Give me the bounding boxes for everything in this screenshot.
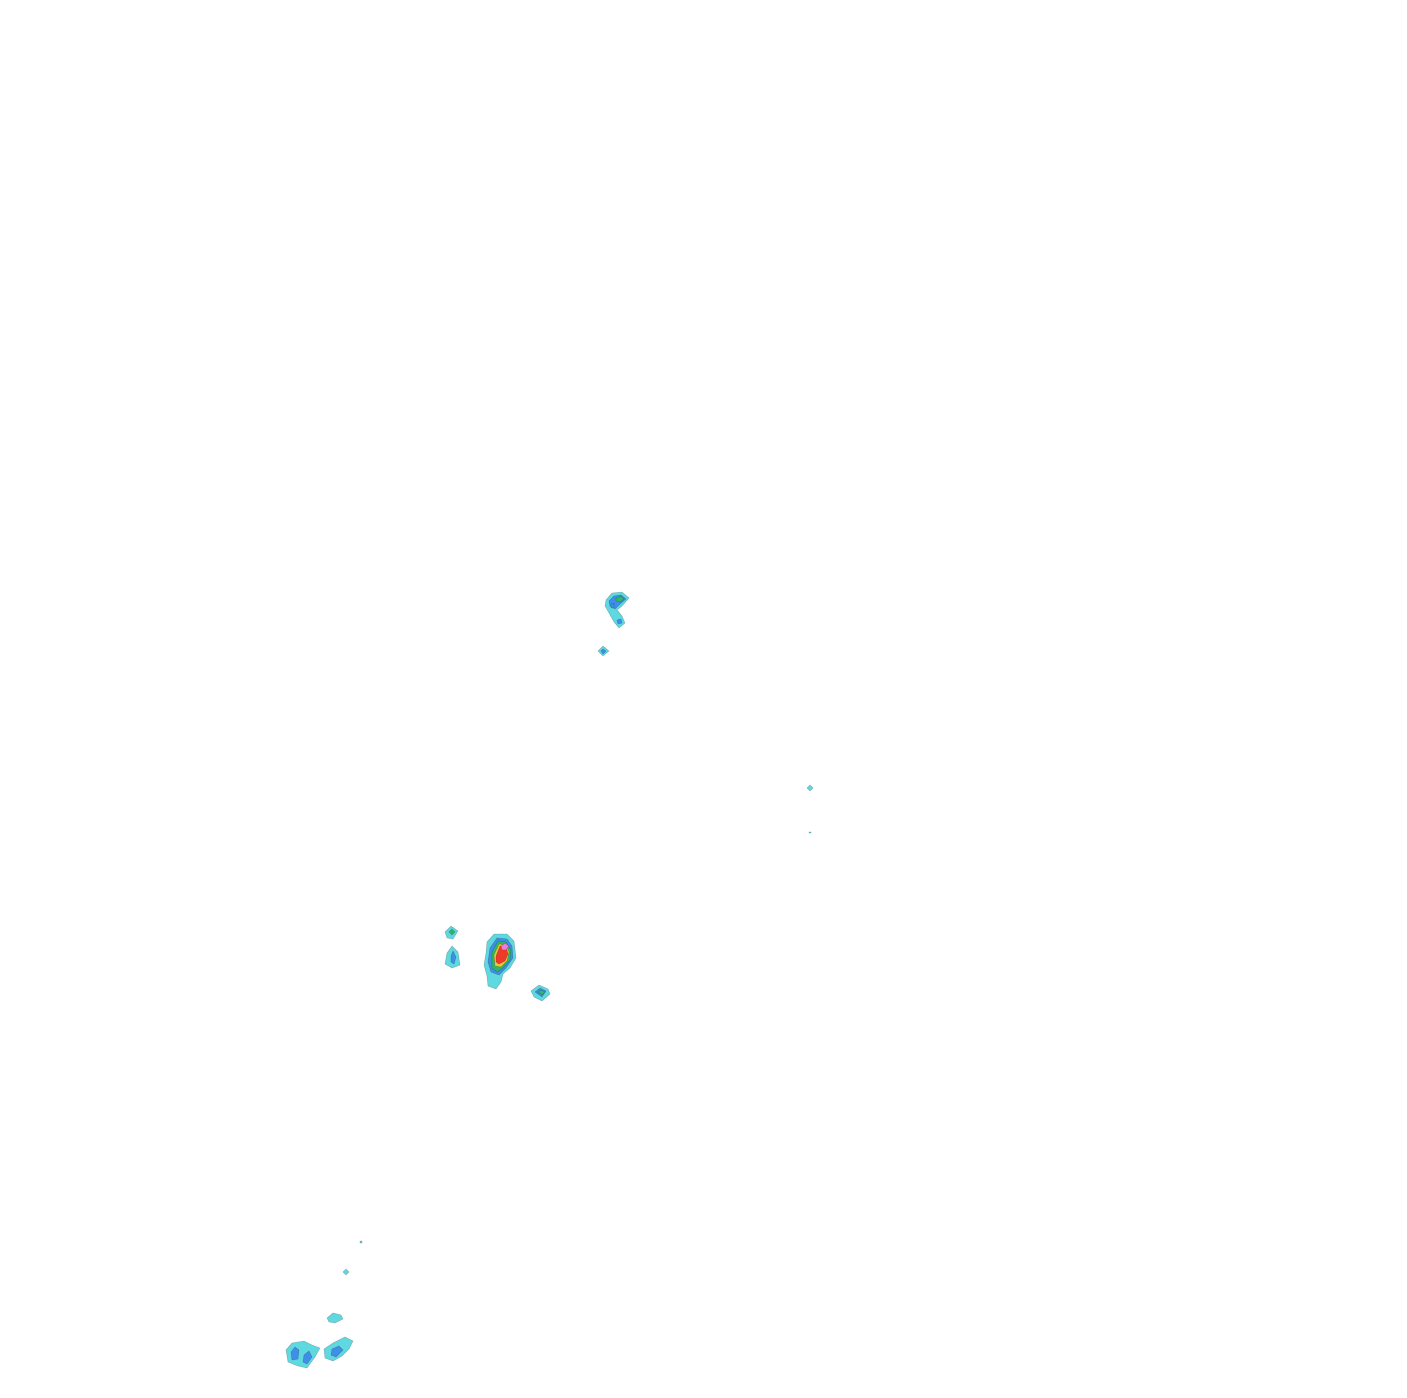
contour-level-2 <box>600 648 607 655</box>
storm-cell-north <box>604 591 630 629</box>
contour-level-3 <box>615 595 625 603</box>
storm-cell-small-1 <box>597 645 610 657</box>
contour-level-2 <box>616 618 623 625</box>
contour-level-3 <box>537 989 546 996</box>
contour-level-2 <box>330 1345 344 1358</box>
contour-level-1 <box>326 1312 344 1324</box>
contour-level-2 <box>610 602 615 609</box>
contour-level-2 <box>302 1350 313 1365</box>
contour-level-2 <box>290 1346 300 1361</box>
contour-level-2 <box>450 950 457 965</box>
contour-level-1 <box>806 784 814 792</box>
contour-level-5 <box>495 945 509 965</box>
contour-level-1 <box>808 831 812 834</box>
contour-level-3 <box>448 928 456 936</box>
contour-level-6 <box>500 942 510 951</box>
storm-cell-main <box>483 933 517 990</box>
storm-cell-southwest <box>285 1240 363 1369</box>
storm-cell-southeast <box>530 984 551 1002</box>
contour-level-1 <box>359 1240 363 1244</box>
contour-level-1 <box>342 1268 350 1276</box>
storm-cell-west-small <box>444 925 461 969</box>
storm-cell-tiny-east <box>806 784 814 834</box>
